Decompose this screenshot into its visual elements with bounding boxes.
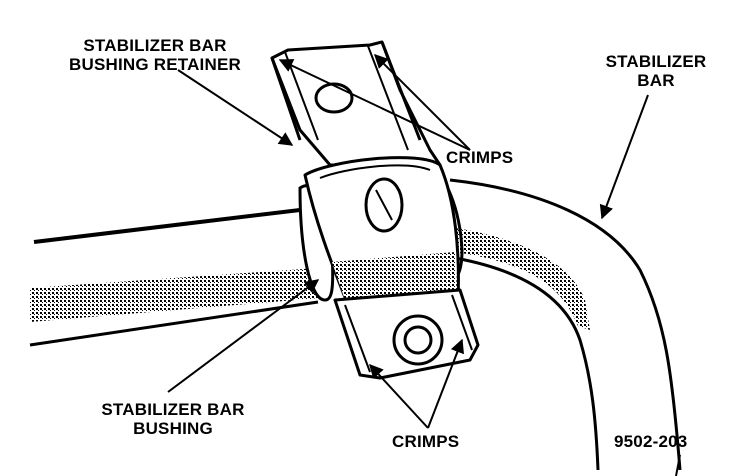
label-bar-line2: BAR — [637, 71, 675, 90]
label-crimps-bottom: CRIMPS — [392, 432, 460, 451]
label-figure-id: 9502-203 — [614, 432, 688, 451]
label-retainer-line2: BUSHING RETAINER — [69, 55, 241, 74]
leader-retainer — [177, 69, 294, 146]
label-retainer: STABILIZER BAR BUSHING RETAINER — [60, 36, 250, 74]
bar-top-edge-right — [449, 178, 682, 471]
label-bushing-line1: STABILIZER BAR — [101, 400, 245, 419]
leader-crimps-top-2 — [374, 54, 471, 151]
leader-lines — [167, 54, 681, 476]
bar-bottom-edge-left — [29, 300, 319, 347]
bar-top-edge-left — [33, 208, 301, 244]
bar-shading-left — [30, 268, 320, 322]
leader-figure-id — [675, 454, 681, 476]
label-bar: STABILIZER BAR — [596, 52, 716, 90]
leader-bushing — [167, 279, 320, 393]
leader-crimps-top-1 — [278, 59, 471, 151]
label-bushing-line2: BUSHING — [133, 419, 213, 438]
retainer-top-hole — [314, 82, 354, 114]
leader-bar — [599, 94, 649, 220]
bar-bottom-edge-right — [454, 256, 600, 471]
label-bar-line1: STABILIZER — [605, 52, 707, 71]
label-crimps-top: CRIMPS — [446, 148, 514, 167]
leader-crimps-bottom-1 — [369, 363, 429, 429]
label-retainer-line1: STABILIZER BAR — [83, 36, 227, 55]
stabilizer-bar — [29, 178, 682, 471]
bar-shading-right — [455, 228, 590, 330]
label-bushing: STABILIZER BAR BUSHING — [88, 400, 258, 438]
leader-crimps-bottom-2 — [427, 338, 464, 429]
